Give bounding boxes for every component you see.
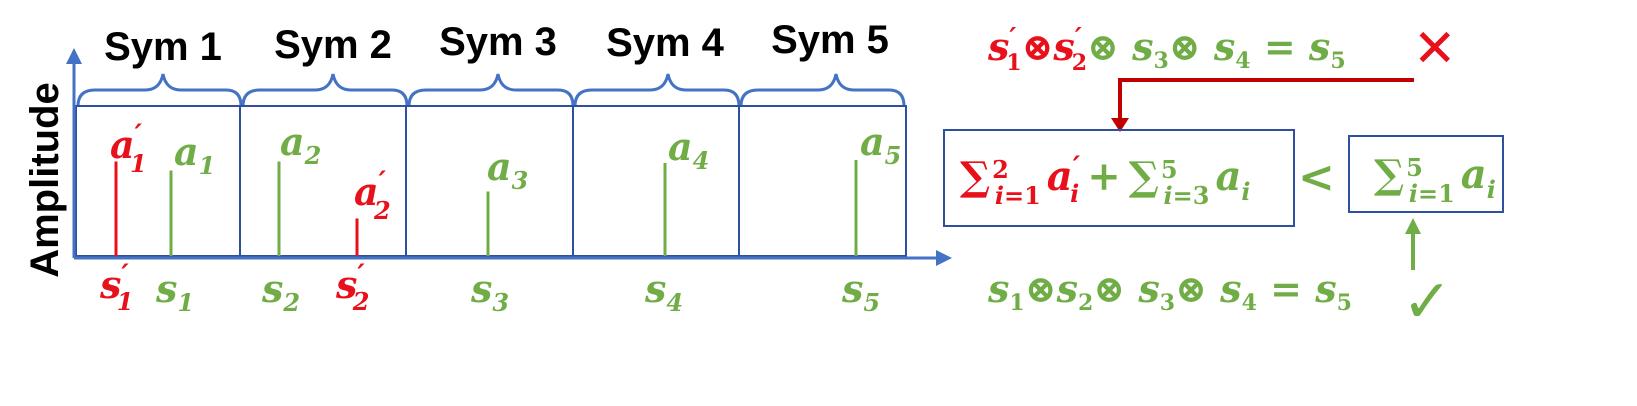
sym-box-4 bbox=[572, 105, 740, 257]
cross-mark-icon: ✕ bbox=[1413, 19, 1457, 79]
label-a5: a5 bbox=[860, 119, 901, 170]
label-s5: s5 bbox=[841, 266, 880, 317]
equation-wrong-text: s′1⊗s′2⊗ s3⊗ s4 = s5 bbox=[987, 23, 1346, 76]
label-a4: a4 bbox=[668, 124, 709, 175]
sym-label-3: Sym 3 bbox=[439, 20, 557, 64]
symbol-boxes bbox=[75, 105, 907, 257]
amplitude-spikes bbox=[114, 160, 858, 256]
green-arrow bbox=[1405, 218, 1421, 270]
red-arrow bbox=[1111, 78, 1414, 132]
amplitude-labels: a′1 a1 a2 a′2 a3 a4 a5 bbox=[110, 118, 901, 225]
label-s2-prime: s′2 bbox=[335, 258, 370, 316]
axes bbox=[66, 48, 952, 266]
brace-sym-1 bbox=[76, 73, 243, 107]
sym-box-5 bbox=[738, 105, 907, 257]
sym-label-5: Sym 5 bbox=[771, 18, 889, 62]
equation-right: s1⊗s2⊗ s3⊗ s4 = s5 ✓ bbox=[987, 266, 1452, 337]
brace-sym-5 bbox=[739, 73, 906, 107]
equation-right-text: s1⊗s2⊗ s3⊗ s4 = s5 bbox=[987, 266, 1352, 316]
sym-label-4: Sym 4 bbox=[606, 21, 725, 65]
symbol-braces bbox=[76, 73, 906, 107]
brace-sym-2 bbox=[241, 73, 409, 107]
label-s2: s2 bbox=[261, 266, 300, 317]
brace-sym-3 bbox=[407, 73, 575, 107]
position-labels: s′1 s1 s2 s′2 s3 s4 s5 bbox=[99, 258, 880, 317]
label-a1: a1 bbox=[174, 129, 215, 180]
inequality-left-box bbox=[943, 129, 1295, 227]
label-a2: a2 bbox=[280, 119, 321, 170]
label-s1: s1 bbox=[155, 266, 194, 317]
label-s3: s3 bbox=[470, 266, 509, 317]
less-than-sign: < bbox=[1298, 152, 1335, 203]
sym-box-1 bbox=[75, 105, 241, 257]
label-s1-prime: s′1 bbox=[99, 258, 134, 316]
sym-label-2: Sym 2 bbox=[274, 23, 392, 67]
label-s4: s4 bbox=[644, 266, 683, 317]
label-a2-prime: a′2 bbox=[354, 165, 391, 225]
x-axis-arrowhead bbox=[936, 250, 952, 266]
sym-label-1: Sym 1 bbox=[104, 25, 222, 69]
y-axis-arrowhead bbox=[66, 48, 82, 64]
inequality-right-box bbox=[1348, 135, 1504, 213]
check-mark-icon: ✓ bbox=[1402, 267, 1452, 337]
label-a3: a3 bbox=[487, 144, 528, 195]
equation-wrong: s′1⊗s′2⊗ s3⊗ s4 = s5 ✕ bbox=[987, 19, 1457, 79]
brace-sym-4 bbox=[573, 73, 741, 107]
y-axis-label: Amplitude bbox=[23, 82, 67, 278]
